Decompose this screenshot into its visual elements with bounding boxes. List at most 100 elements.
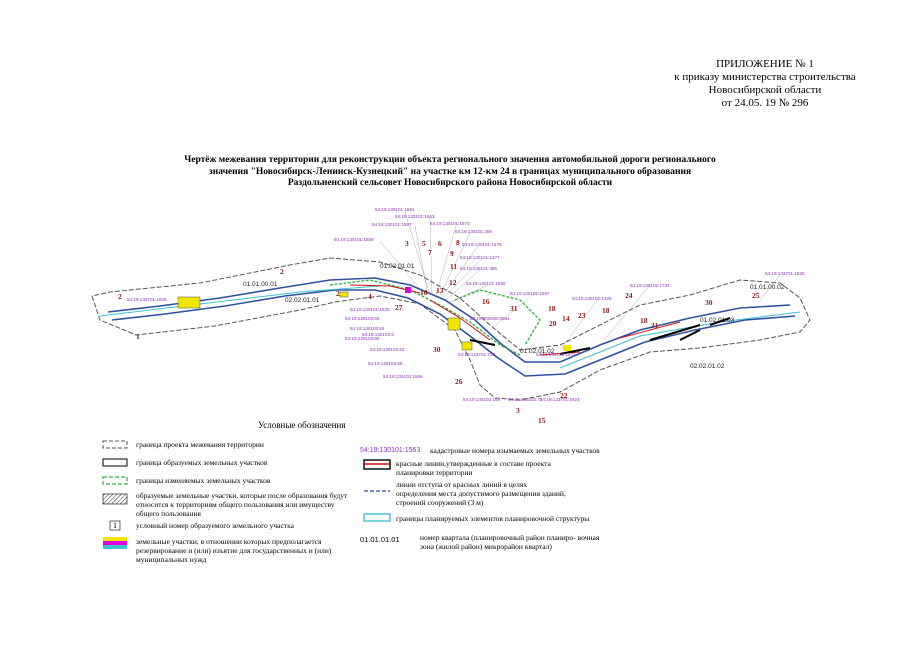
plot-number: 15 bbox=[538, 416, 546, 425]
plot-number: 3 bbox=[405, 239, 409, 248]
zone-labels: 01.01.00.01 02.02.01.01 01.02.01.01 01.0… bbox=[243, 263, 785, 370]
legend-symbol-public-plots bbox=[102, 493, 128, 505]
cad-label: 54:19:130101:1566 bbox=[466, 281, 506, 286]
road-corridor-lower bbox=[111, 289, 796, 377]
title-line-2: значения "Новосибирск-Ленинск-Кузнецкий"… bbox=[208, 166, 692, 177]
reserved-plot bbox=[447, 317, 461, 331]
drawing-title: Чертёж межевания территории для реконстр… bbox=[100, 155, 800, 190]
cad-label: 54:19:130102:1325 bbox=[572, 296, 612, 301]
cad-label: 54:19:133701:739 bbox=[458, 352, 495, 357]
legend-red-lines: красные линии,утвержденные в составе про… bbox=[396, 459, 551, 477]
plot-number: 30 bbox=[705, 298, 713, 307]
legend-formed-boundary: граница образуемых земельных участков bbox=[136, 458, 268, 467]
cad-label: 54:19:130102:1571 bbox=[536, 352, 576, 357]
cad-label: 54:19:130101:356 bbox=[455, 229, 492, 234]
legend-symbol-changed-boundary bbox=[102, 476, 128, 485]
zone-label: 01.02.01.02 bbox=[520, 348, 555, 355]
plot-number: 2 bbox=[336, 289, 340, 298]
plot-number: 18 bbox=[602, 306, 610, 315]
plot-number: 10 bbox=[420, 288, 428, 297]
plot-number: 25 bbox=[752, 291, 760, 300]
legend-plot-number: условный номер образуемого земельного уч… bbox=[136, 521, 294, 530]
legend-project-boundary: граница проекта межевания территории bbox=[136, 440, 264, 449]
plot-number: 27 bbox=[395, 303, 403, 312]
cad-label: 54:19:130102:1586 bbox=[383, 374, 423, 379]
planning-boundary bbox=[99, 285, 801, 369]
cadastral-labels: 54:19:130101:1561 54:19:130101:1563 54:1… bbox=[127, 207, 805, 402]
cad-label: 54:19:130101:1557 bbox=[372, 222, 412, 227]
appendix-line-3: Новосибирской области bbox=[708, 84, 822, 96]
plot-numbers: 1 2 2 2 3 4 5 6 7 8 9 10 11 12 13 14 15 … bbox=[118, 238, 760, 425]
cad-label: 54:19:130101:1477 bbox=[460, 255, 500, 260]
plot-number: 6 bbox=[438, 239, 442, 248]
plot-number: 20 bbox=[549, 319, 557, 328]
zone-label: 02.02.01.02 bbox=[690, 363, 725, 370]
plot-number: 18 bbox=[548, 304, 556, 313]
legend-public-plots: образуемые земельные участки, которые по… bbox=[136, 491, 348, 518]
reserved-plot bbox=[177, 296, 201, 309]
legend-cadastral: кадастровые номера изымаемых земельных у… bbox=[430, 446, 600, 455]
plot-number: 1 bbox=[136, 332, 140, 341]
cad-label: 54:19:133701:1925 bbox=[127, 297, 167, 302]
project-boundary bbox=[91, 257, 811, 401]
plot-number: 5 bbox=[422, 239, 426, 248]
plot-number: 7 bbox=[428, 248, 432, 257]
plot-number: 24 bbox=[625, 291, 633, 300]
cad-label: 54:19:130101:1476 bbox=[462, 242, 502, 247]
cad-label: 54:19:130101:1561 bbox=[375, 207, 415, 212]
legend-symbol-project-boundary bbox=[102, 440, 128, 449]
plot-number: 18 bbox=[640, 316, 648, 325]
reserved-plot bbox=[563, 345, 571, 351]
legend-setback-lines: линии отступа от красных линий в целях о… bbox=[396, 480, 566, 507]
legend-symbol-reserved-yellow bbox=[103, 537, 127, 541]
appendix-line-4: от 24.05. 19 № 296 bbox=[721, 97, 809, 109]
plot-number: 31 bbox=[510, 304, 518, 313]
legend-planning-boundary: границы планируемых элементов планировоч… bbox=[396, 514, 590, 523]
cad-label: 54:19:130103:84 bbox=[350, 326, 385, 331]
appendix-line-2: к приказу министерства строительства bbox=[674, 71, 856, 83]
zone-label: 01.01.00.02 bbox=[750, 284, 785, 291]
plot-number: 30 bbox=[433, 345, 441, 354]
legend-symbol-planning-boundary bbox=[363, 513, 391, 522]
plot-number: 23 bbox=[578, 311, 586, 320]
legend-symbol-formed-boundary bbox=[102, 458, 128, 467]
cad-label: 54:19:130103:63 bbox=[370, 347, 405, 352]
legend-changed-boundary: границы изменяемых земельных участков bbox=[136, 476, 271, 485]
cad-label: 54:19:130103:6 bbox=[362, 332, 394, 337]
cad-label: 54:19:130103:83 bbox=[345, 316, 380, 321]
plot-number: 2 bbox=[280, 267, 284, 276]
cad-label: 54:19:130101:1570 bbox=[430, 221, 470, 226]
appendix-block: ПРИЛОЖЕНИЕ № 1 к приказу министерства ст… bbox=[665, 58, 865, 110]
plot-number: 12 bbox=[449, 278, 457, 287]
zone-label: 01.02.01.03 bbox=[700, 317, 735, 324]
legend-symbol-plot-number bbox=[109, 520, 121, 531]
cad-label: 54:19:133701:1835 bbox=[765, 271, 805, 276]
cad-label: 54:19:130101:1559 bbox=[334, 237, 374, 242]
cad-label: 54:19:130101:385 bbox=[460, 266, 497, 271]
plot-number: 4 bbox=[368, 292, 372, 301]
plot-number: 13 bbox=[436, 286, 444, 295]
legend-heading: Условные обозначения bbox=[258, 420, 346, 430]
plot-number: 11 bbox=[450, 262, 457, 271]
cad-label: 54:19:130102:1734 bbox=[630, 283, 670, 288]
cad-label: 54:19:130102:72 bbox=[508, 397, 543, 402]
title-line-1: Чертёж межевания территории для реконстр… bbox=[184, 155, 716, 165]
legend-symbol-reserved-magenta bbox=[103, 541, 127, 545]
leader-lines bbox=[379, 211, 781, 351]
road-corridor-upper bbox=[107, 277, 791, 363]
plot-number: 3 bbox=[516, 406, 520, 415]
plot-number: 22 bbox=[560, 391, 568, 400]
legend-zone-number: номер квартала (планировочный район план… bbox=[420, 533, 600, 551]
zone-label: 02.02.01.01 bbox=[285, 297, 320, 304]
plot-number: 31 bbox=[651, 321, 659, 330]
legend-symbol-reserved-cyan bbox=[103, 545, 127, 549]
changed-parcels-boundary bbox=[329, 279, 541, 356]
black-segments bbox=[469, 317, 731, 355]
plot-number: 16 bbox=[482, 297, 490, 306]
cad-label: 54:19:130101:1525 bbox=[350, 307, 390, 312]
reserved-plot bbox=[405, 287, 411, 293]
cad-label: 54:19:130103:59 bbox=[368, 361, 403, 366]
cad-label: 54:19:130102:158 bbox=[463, 397, 500, 402]
